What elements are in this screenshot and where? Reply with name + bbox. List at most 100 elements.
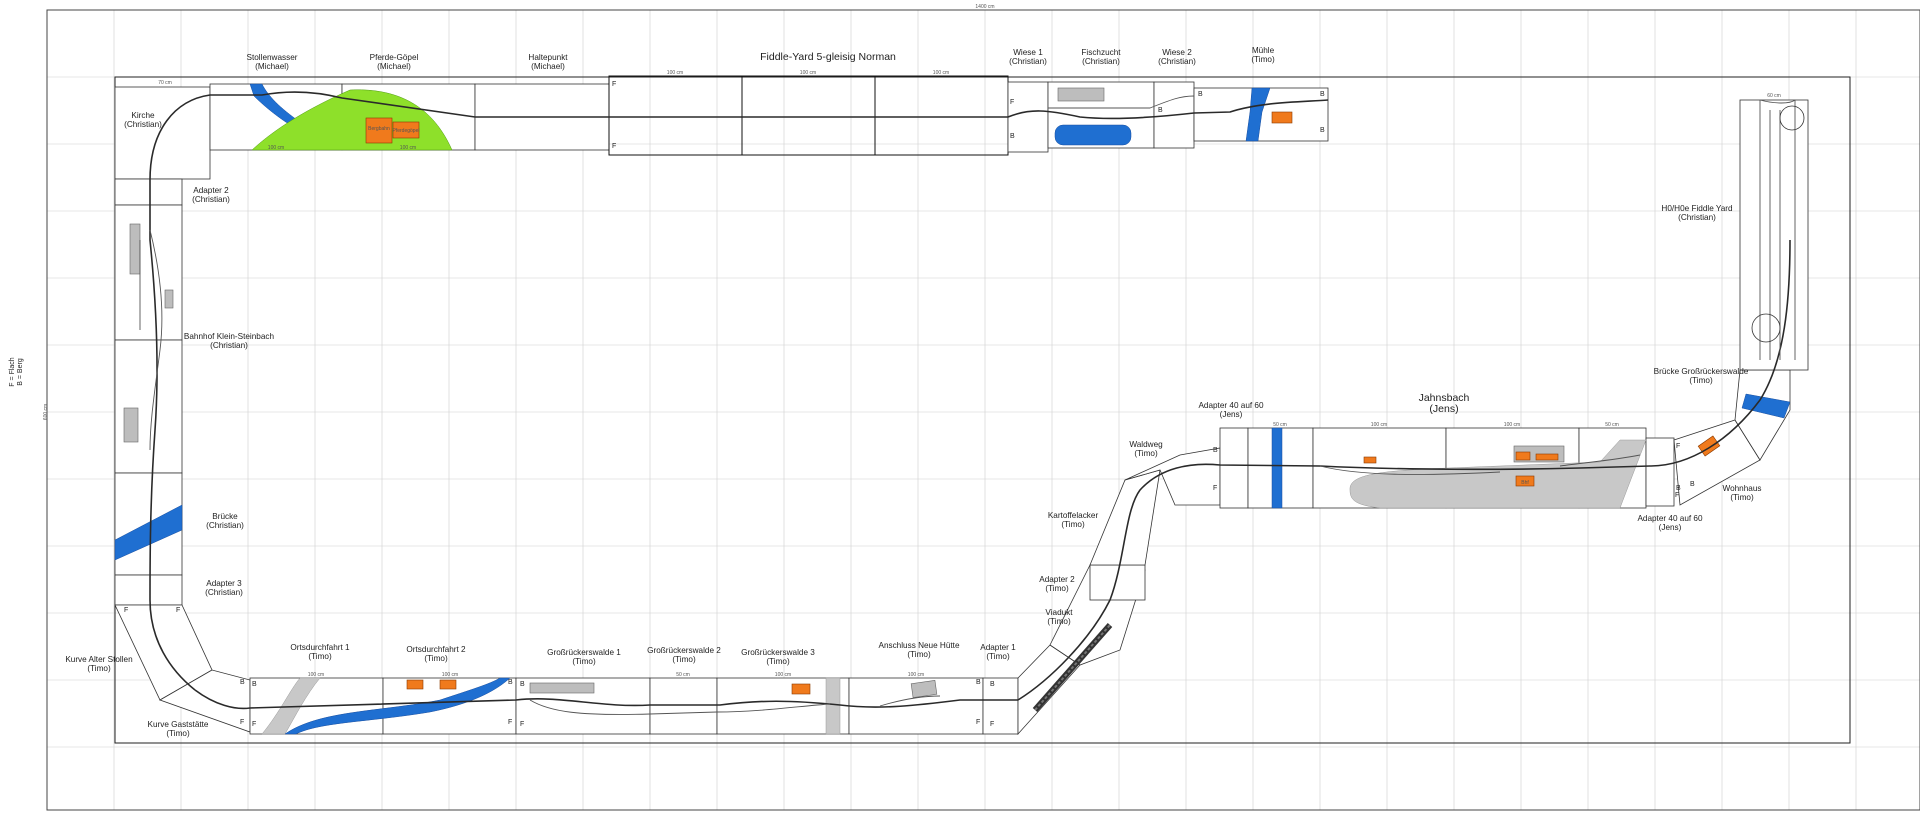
dim-jahnsbach-4: 50 cm	[1605, 422, 1619, 428]
module-kartoffelacker[interactable]	[1089, 469, 1161, 566]
module-kirche[interactable]	[114, 86, 211, 180]
module-adapter-2-christian[interactable]	[114, 178, 183, 206]
module-grossrueckerswalde-2[interactable]	[649, 677, 718, 735]
track-fy-curve	[1759, 99, 1796, 104]
fy-turntable-bottom	[1751, 313, 1781, 343]
right-section-modules	[1017, 99, 1809, 736]
module-bruecke-grossrueckerswalde[interactable]	[1734, 369, 1791, 461]
building-pferdegoepel	[392, 121, 420, 139]
dim-fy-1: 100 cm	[667, 70, 683, 76]
module-owner-bahnhof: (Christian)	[210, 341, 248, 350]
module-owner-bruecke-grossrueckerswalde: (Timo)	[1689, 376, 1713, 385]
flag-berg: B	[1158, 107, 1163, 114]
module-adapter-2-timo[interactable]	[1089, 564, 1146, 601]
module-label-h0-fiddle-yard: H0/H0e Fiddle Yard	[1661, 204, 1733, 213]
dim-fy-3: 100 cm	[933, 70, 949, 76]
module-owner-adapter-2-timo: (Timo)	[1045, 584, 1069, 593]
flag-berg: B	[976, 679, 981, 686]
module-label-bruecke-grossrueckerswalde: Brücke Großrückerswalde	[1654, 367, 1749, 376]
legend-flach: F = Flach	[9, 357, 16, 386]
module-owner-ortsdurchfahrt-1: (Timo)	[308, 652, 332, 661]
building-bergbahn-label: Bergbahn	[368, 126, 390, 132]
module-owner-grossrueckerswalde-3: (Timo)	[766, 657, 790, 666]
dimension-markers: 70 cm 100 cm 100 cm 100 cm 100 cm 100 cm…	[158, 70, 1781, 678]
module-label-bruecke: Brücke	[212, 512, 238, 521]
module-adapter-1[interactable]	[982, 677, 1019, 735]
dim-ortsdurchfahrt-2: 100 cm	[442, 672, 458, 678]
module-label-kurve-gaststaette: Kurve Gaststätte	[148, 720, 209, 729]
module-label-grossrueckerswalde-2: Großrückerswalde 2	[647, 646, 721, 655]
building-ortsdurchfahrt-2	[439, 679, 457, 690]
building-jahnsbach-4	[1535, 453, 1559, 461]
building-neue-huette	[910, 680, 938, 698]
module-label-waldweg: Waldweg	[1129, 440, 1163, 449]
module-h0-fiddle-yard[interactable]	[1739, 99, 1809, 371]
river-ortsdurchfahrt	[284, 677, 511, 735]
module-owner-adapter-2-christian: (Christian)	[192, 195, 230, 204]
building-jahnsbach-3	[1515, 451, 1531, 461]
flag-berg: B	[990, 681, 995, 688]
building-jahnsbach-label: Bhf	[1521, 480, 1529, 486]
module-owner-pferde-goepel: (Michael)	[377, 62, 411, 71]
flag-berg: B	[1010, 133, 1015, 140]
module-owner-kurve-alter-stollen: (Timo)	[87, 664, 111, 673]
module-label-kurve-alter-stollen: Kurve Alter Stollen	[65, 655, 133, 664]
module-owner-adapter-1: (Timo)	[986, 652, 1010, 661]
dim-h0-fy: 60 cm	[1767, 93, 1781, 99]
module-fiddle-yard-3[interactable]	[874, 75, 1009, 156]
module-label-ortsdurchfahrt-2: Ortsdurchfahrt 2	[406, 645, 466, 654]
module-bahnhof-2[interactable]	[114, 339, 183, 474]
module-owner-viadukt: (Timo)	[1047, 617, 1071, 626]
module-label-wiese-1: Wiese 1	[1013, 48, 1043, 57]
module-owner-adapter-3: (Christian)	[205, 588, 243, 597]
module-label-stollenwasser: Stollenwasser	[247, 53, 298, 62]
module-wiese-1[interactable]	[1007, 81, 1049, 153]
module-label-anschluss-neue-huette: Anschluss Neue Hütte	[878, 641, 959, 650]
track-left-main	[149, 180, 196, 691]
module-owner-kurve-gaststaette: (Timo)	[166, 729, 190, 738]
building-grossrueckerswalde-3	[791, 683, 811, 695]
dim-grossrueckerswalde-2: 50 cm	[676, 672, 690, 678]
module-label-ortsdurchfahrt-1: Ortsdurchfahrt 1	[290, 643, 350, 652]
module-owner-waldweg: (Timo)	[1134, 449, 1158, 458]
track-fischzucht-siding	[1048, 95, 1195, 109]
module-owner-haltepunkt: (Michael)	[531, 62, 565, 71]
module-label-wiese-2: Wiese 2	[1162, 48, 1192, 57]
road-grossrueckerswalde-3	[825, 677, 841, 735]
flag-flach: F	[1676, 443, 1680, 450]
top-dimension: 1400 cm	[975, 4, 994, 10]
flag-flach: F	[240, 719, 244, 726]
track-neue-huette-siding	[879, 695, 941, 707]
dim-jahnsbach-2: 100 cm	[1371, 422, 1387, 428]
module-label-pferde-goepel: Pferde-Göpel	[370, 53, 419, 62]
dim-pferde-goepel: 100 cm	[400, 145, 416, 151]
left-dimension: 600 cm	[43, 404, 49, 420]
river-bruecke-grossrueckerswalde	[1741, 393, 1791, 419]
module-adapter-40-60-bottom[interactable]	[1645, 437, 1675, 507]
module-label-viadukt: Viadukt	[1045, 608, 1073, 617]
module-owner-jahnsbach: (Jens)	[1429, 403, 1458, 415]
flag-berg: B	[1213, 447, 1218, 454]
module-fiddle-yard-1[interactable]	[608, 75, 743, 156]
module-label-fischzucht: Fischzucht	[1081, 48, 1121, 57]
building-ortsdurchfahrt-1	[406, 679, 424, 690]
module-owner-adapter-40-60-top: (Jens)	[1220, 410, 1243, 419]
building-muehle	[1271, 111, 1293, 124]
module-fiddle-yard-2[interactable]	[741, 75, 876, 156]
module-owner-fischzucht: (Christian)	[1082, 57, 1120, 66]
bottom-row-modules	[114, 604, 1019, 735]
module-owner-muehle: (Timo)	[1251, 55, 1275, 64]
dim-grossrueckerswalde-3: 100 cm	[775, 672, 791, 678]
module-owner-stollenwasser: (Michael)	[255, 62, 289, 71]
module-adapter-40-60-top[interactable]	[1219, 427, 1249, 509]
flag-flach: F	[990, 721, 994, 728]
module-adapter-3[interactable]	[114, 574, 183, 606]
building-jahnsbach-1	[1363, 456, 1377, 464]
module-owner-kirche: (Christian)	[124, 120, 162, 129]
track-jahnsbach-loop	[1319, 465, 1501, 475]
module-bahnhof-1[interactable]	[114, 204, 183, 341]
module-owner-anschluss-neue-huette: (Timo)	[907, 650, 931, 659]
river-muehle	[1245, 87, 1271, 142]
module-label-bahnhof: Bahnhof Klein-Steinbach	[184, 332, 275, 341]
